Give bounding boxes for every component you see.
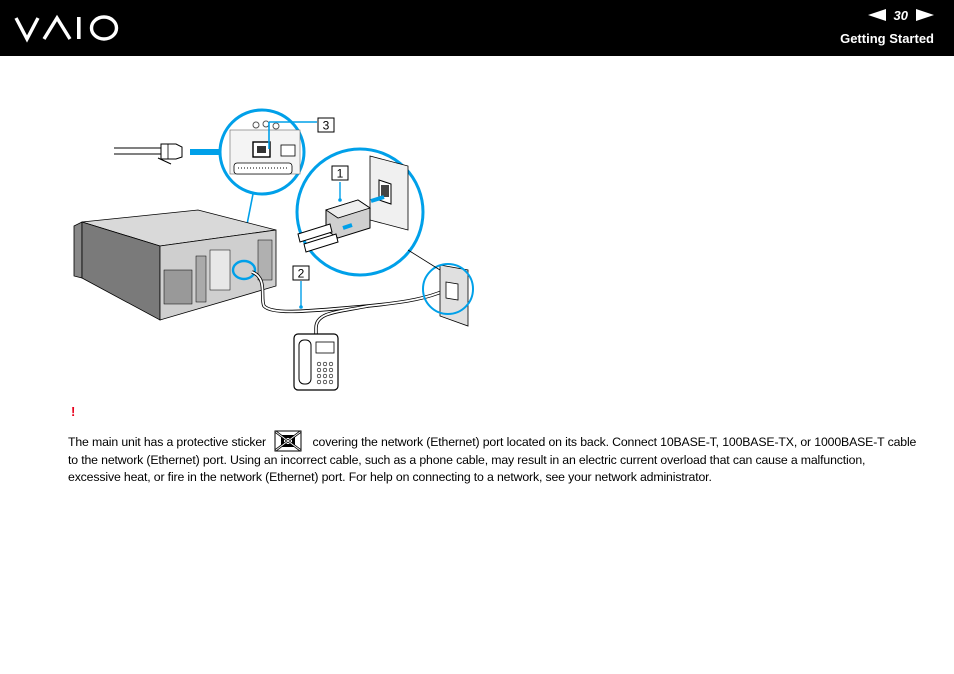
page-number: 30 (893, 7, 908, 23)
port-detail-zoom (218, 108, 317, 196)
desktop-tower (73, 209, 277, 321)
callout-1: 1 (331, 165, 349, 181)
wall-jack (422, 263, 474, 327)
svg-text:2: 2 (298, 267, 305, 281)
caution-note: The main unit has a protective sticker c… (68, 430, 920, 486)
arrow-left-icon[interactable] (867, 9, 886, 21)
svg-text:3: 3 (323, 119, 330, 133)
warning-mark: ! (71, 404, 76, 419)
note-text-before: The main unit has a protective sticker (68, 435, 266, 449)
telephone (293, 333, 339, 391)
callout-2: 2 (292, 265, 310, 281)
section-title: Getting Started (840, 31, 934, 46)
callout-3: 3 (317, 117, 335, 133)
arrow-right-icon[interactable] (916, 9, 934, 21)
splitter-detail-zoom (295, 147, 425, 277)
network-connection-illustration: 3 2 (73, 108, 474, 391)
ethernet-plug (114, 143, 183, 165)
svg-text:1: 1 (337, 167, 344, 181)
note-text-after: covering the network (Ethernet) port loc… (68, 435, 917, 484)
network-port-sticker-icon (274, 430, 302, 452)
insert-arrow (190, 145, 240, 159)
page-navigation: 30 (867, 7, 934, 23)
vaio-logo-icon (14, 14, 119, 43)
page-header: 30 Getting Started (0, 0, 954, 56)
